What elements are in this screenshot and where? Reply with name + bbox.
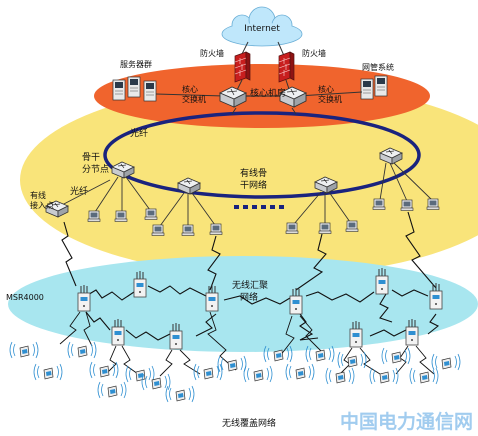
server-cluster-label: 服务器群 — [120, 59, 152, 69]
wired-backbone-label-line1: 有线骨 — [240, 167, 267, 179]
wireless-aggregation-label-line1: 无线汇聚 — [232, 279, 268, 291]
fiber-top-label: 光纤 — [130, 127, 148, 139]
core-switch-left-label-line2: 交换机 — [182, 94, 206, 104]
msr-label: MSR4000 — [6, 293, 44, 302]
internet-label: Internet — [244, 24, 280, 34]
watermark: 中国电力通信网 — [340, 410, 473, 433]
link-servers-core — [155, 93, 225, 97]
wireless-aggregation-label-line2: 网络 — [240, 291, 258, 303]
firewall-right-label: 防火墙 — [302, 48, 326, 58]
wired-access-label-line1: 有线 — [30, 190, 46, 200]
wired-access-label-line2: 接入点 — [30, 200, 54, 210]
core-room-label: 核心机房 — [250, 87, 286, 99]
wireless-aggregation-zone — [8, 256, 478, 352]
wired-backbone-label-line2: 干网络 — [240, 179, 267, 191]
core-switch-right-label-line1: 核心 — [318, 84, 334, 94]
backbone-node-label-line1: 骨干 — [82, 152, 100, 163]
fiber-left-label: 光纤 — [70, 185, 88, 197]
link-core-ring-left — [231, 107, 237, 115]
core-switch-left-label-line1: 核心 — [182, 84, 198, 94]
firewall-right — [278, 51, 295, 83]
backbone-node-label-line2: 分节点 — [82, 164, 109, 175]
firewall-left-label: 防火墙 — [200, 48, 224, 58]
fiber-ring — [103, 111, 421, 199]
wireless-coverage-label: 无线覆盖网络 — [222, 417, 276, 429]
internet-cloud: Internet — [221, 6, 303, 47]
core-switch-right-label-line2: 交换机 — [318, 94, 342, 104]
wired-access-links — [59, 162, 433, 227]
link-core-nms — [297, 91, 363, 97]
link-core-ring-right — [291, 107, 297, 115]
ellipsis-dots — [234, 205, 284, 209]
firewall-left — [234, 51, 251, 83]
wireless-links — [61, 211, 440, 341]
nms-label: 网管系统 — [362, 62, 394, 72]
